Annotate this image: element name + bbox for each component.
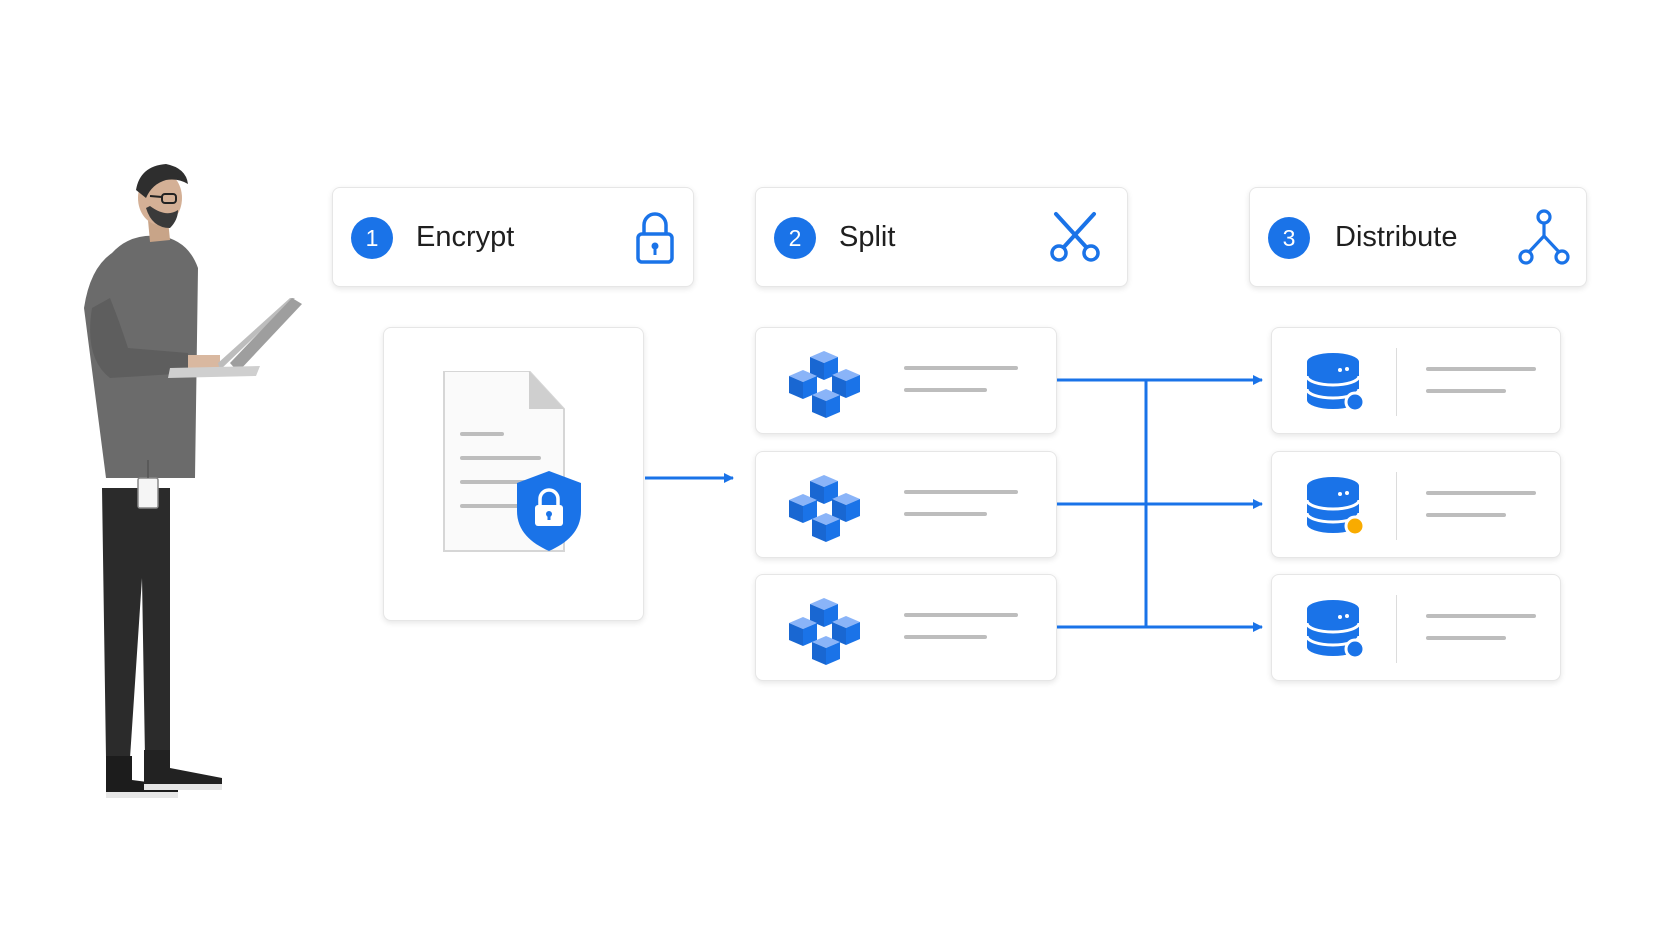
divider (1396, 472, 1397, 540)
text-line-placeholder (1426, 513, 1506, 517)
storage-node-card (1271, 574, 1561, 681)
cubes-icon (786, 341, 870, 423)
text-line-placeholder (904, 512, 987, 516)
distribution-bus (1057, 378, 1148, 629)
text-line-placeholder (1426, 491, 1536, 495)
text-line-placeholder (904, 388, 987, 392)
step-label-split: Split (839, 221, 896, 253)
cubes-icon (786, 465, 870, 547)
storage-node-card (1271, 451, 1561, 558)
database-icon (1305, 475, 1366, 537)
encrypted-document-icon (443, 371, 581, 552)
step-number-badge: 3 (1268, 217, 1310, 259)
step-label-encrypt: Encrypt (416, 221, 515, 253)
database-icon (1305, 598, 1366, 660)
text-line-placeholder (1426, 389, 1506, 393)
source-document-card (383, 327, 644, 621)
chunk-card (755, 327, 1057, 434)
step-label-distribute: Distribute (1335, 221, 1458, 253)
text-line-placeholder (1426, 636, 1506, 640)
text-line-placeholder (1426, 614, 1536, 618)
person-with-laptop-illustration (84, 164, 302, 798)
text-line-placeholder (904, 635, 987, 639)
chunk-card (755, 451, 1057, 558)
network-icon (1517, 208, 1571, 273)
text-line-placeholder (904, 613, 1018, 617)
step-card-split: 2 Split (755, 187, 1128, 287)
chunk-card (755, 574, 1057, 681)
text-line-placeholder (1426, 367, 1536, 371)
storage-node-card (1271, 327, 1561, 434)
divider (1396, 595, 1397, 663)
step-number-badge: 2 (774, 217, 816, 259)
text-line-placeholder (904, 490, 1018, 494)
lock-icon (633, 210, 677, 271)
step-card-distribute: 3 Distribute (1249, 187, 1587, 287)
step-number-badge: 1 (351, 217, 393, 259)
divider (1396, 348, 1397, 416)
database-icon (1305, 351, 1366, 413)
text-line-placeholder (904, 366, 1018, 370)
cubes-icon (786, 588, 870, 670)
step-card-encrypt: 1 Encrypt (332, 187, 694, 287)
scissors-icon (1047, 208, 1103, 269)
